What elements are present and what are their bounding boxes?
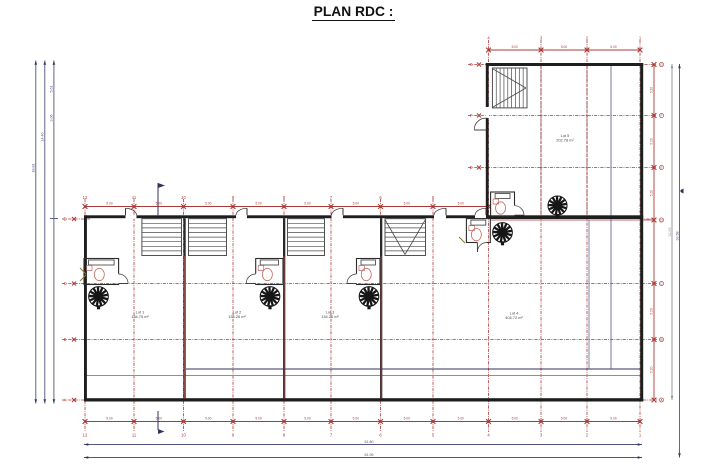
svg-text:5.00: 5.00 — [353, 416, 359, 420]
svg-text:2: 2 — [586, 36, 589, 41]
svg-text:5.20: 5.20 — [649, 190, 653, 196]
svg-text:3.06: 3.06 — [50, 115, 54, 122]
svg-text:5.00: 5.00 — [512, 416, 518, 420]
svg-text:B: B — [64, 337, 67, 342]
svg-text:5.00: 5.00 — [610, 416, 616, 420]
svg-text:E: E — [470, 165, 473, 170]
svg-text:5.00: 5.00 — [304, 202, 310, 206]
svg-text:Lot 1: Lot 1 — [136, 310, 145, 315]
svg-text:33.58: 33.58 — [675, 232, 679, 241]
svg-text:8: 8 — [283, 195, 286, 200]
svg-text:32.63: 32.63 — [668, 228, 672, 237]
svg-text:2: 2 — [586, 433, 589, 438]
svg-text:Lot 4: Lot 4 — [510, 311, 519, 316]
svg-text:C: C — [660, 282, 663, 286]
svg-text:Lot 3: Lot 3 — [326, 310, 335, 315]
svg-text:5.00: 5.00 — [205, 202, 211, 206]
svg-text:5.00: 5.00 — [404, 416, 410, 420]
svg-text:5.20: 5.20 — [649, 138, 653, 144]
svg-text:404.72 m²: 404.72 m² — [505, 315, 523, 320]
svg-text:D: D — [63, 217, 66, 222]
svg-text:5.00: 5.00 — [205, 416, 211, 420]
svg-text:C: C — [63, 281, 66, 286]
svg-text:7: 7 — [330, 433, 333, 438]
svg-text:3: 3 — [540, 433, 543, 438]
svg-text:B: B — [660, 338, 663, 342]
svg-text:6: 6 — [379, 195, 382, 200]
svg-text:14.40: 14.40 — [41, 133, 45, 142]
svg-text:5.00: 5.00 — [304, 416, 310, 420]
svg-text:5.00: 5.00 — [512, 45, 518, 49]
svg-text:5.00: 5.00 — [106, 202, 112, 206]
svg-text:11: 11 — [132, 433, 137, 438]
svg-text:5.00: 5.00 — [353, 202, 359, 206]
svg-text:5.61: 5.61 — [50, 86, 54, 93]
svg-text:5: 5 — [432, 195, 435, 200]
svg-text:11: 11 — [132, 195, 137, 200]
svg-text:F: F — [660, 114, 662, 118]
svg-text:5.00: 5.00 — [561, 45, 567, 49]
svg-text:61.95: 61.95 — [365, 453, 374, 457]
svg-text:5.00: 5.00 — [561, 416, 567, 420]
svg-text:5.00: 5.00 — [404, 202, 410, 206]
svg-text:5.20: 5.20 — [649, 366, 653, 372]
svg-text:1: 1 — [639, 433, 642, 438]
svg-text:G: G — [469, 62, 472, 67]
svg-text:G: G — [660, 63, 663, 67]
svg-text:Lot 2: Lot 2 — [233, 310, 242, 315]
svg-text:134.75 m²: 134.75 m² — [131, 314, 149, 319]
svg-text:7: 7 — [330, 195, 333, 200]
svg-text:A: A — [660, 398, 663, 402]
svg-text:5.00: 5.00 — [458, 416, 464, 420]
svg-text:5.00: 5.00 — [610, 45, 616, 49]
svg-text:5.20: 5.20 — [649, 308, 653, 314]
svg-text:A: A — [64, 398, 67, 403]
svg-text:9: 9 — [232, 433, 235, 438]
svg-text:134.26 m²: 134.26 m² — [228, 314, 246, 319]
svg-text:5: 5 — [432, 433, 435, 438]
svg-text:1: 1 — [639, 36, 642, 41]
svg-text:5.00: 5.00 — [458, 202, 464, 206]
svg-text:5.00: 5.00 — [255, 202, 261, 206]
svg-text:6: 6 — [379, 433, 382, 438]
svg-text:D: D — [660, 218, 663, 222]
svg-text:9: 9 — [232, 195, 235, 200]
svg-text:8: 8 — [283, 433, 286, 438]
svg-text:134.26 m²: 134.26 m² — [321, 314, 339, 319]
svg-text:5.00: 5.00 — [156, 416, 162, 420]
svg-text:5.00: 5.00 — [255, 416, 261, 420]
svg-text:E: E — [660, 166, 663, 170]
svg-text:3: 3 — [540, 36, 543, 41]
svg-text:5.00: 5.00 — [106, 416, 112, 420]
svg-text:12: 12 — [83, 433, 88, 438]
svg-text:4: 4 — [487, 433, 490, 438]
svg-text:61.80: 61.80 — [365, 440, 374, 444]
svg-text:5.00: 5.00 — [156, 202, 162, 206]
svg-text:Lot 5: Lot 5 — [561, 133, 570, 138]
svg-text:F: F — [470, 113, 473, 118]
svg-text:12: 12 — [83, 195, 88, 200]
svg-text:202.78 m²: 202.78 m² — [556, 138, 574, 143]
svg-text:10: 10 — [181, 433, 186, 438]
svg-text:5.20: 5.20 — [649, 87, 653, 93]
svg-text:10: 10 — [181, 195, 186, 200]
svg-text:18.81: 18.81 — [32, 164, 36, 173]
svg-text:4: 4 — [487, 36, 490, 41]
